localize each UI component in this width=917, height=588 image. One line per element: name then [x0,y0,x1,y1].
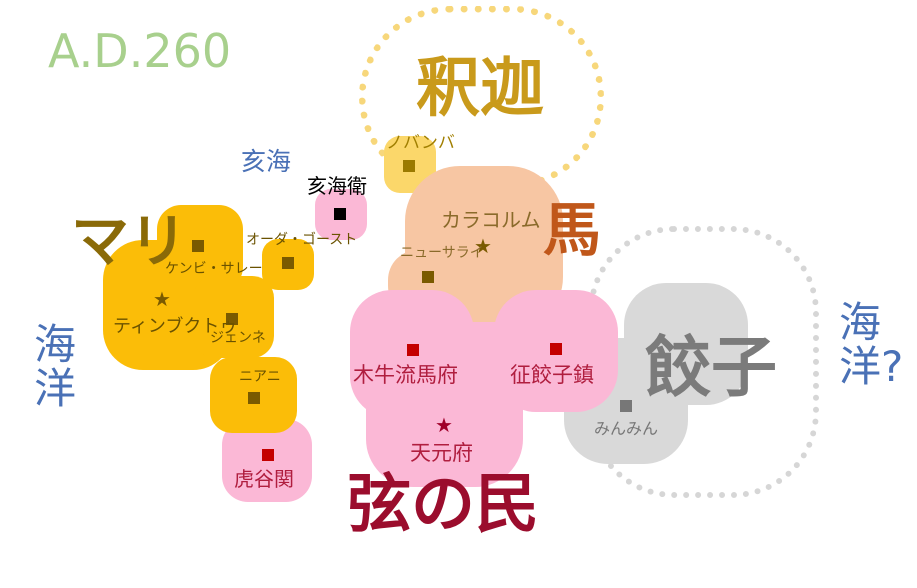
oda-ghost-label: オーダ・ゴースト [246,232,358,248]
seigyozachin-marker [550,343,562,355]
pink-region-label: 弦の民 [347,468,539,542]
niani-marker [248,392,260,404]
minmin-marker [620,400,632,412]
kaihai-guard-label: 亥海衛 [307,174,367,198]
toraya-gate-label: 虎谷関 [234,467,294,491]
gray-region-label: 餃子 [645,329,777,406]
nobanba-label: ノバンバ [386,133,455,153]
mari-north-marker [192,240,204,252]
jenne-marker [226,313,238,325]
west-sea-label-text: 海洋 [34,320,77,414]
yellow-region-label: マリ [71,207,188,275]
east-sea-label-text: 海洋? [839,298,904,392]
nobanba-marker [403,160,415,172]
minmin-label: みんみん [594,419,659,438]
north-strait-label: 亥海 [241,147,292,176]
peach-region-label: 馬 [543,196,602,264]
new-sarai-marker [422,271,434,283]
pink-region-link [420,322,530,392]
east-sea-label: 海洋? [832,298,904,392]
west-sea-label: 海洋 [27,320,83,414]
toraya-gate-marker [262,449,274,461]
kaihai-guard-marker [334,208,346,220]
tengenfu-label: 天元府 [410,441,473,465]
kanbi-sare-label: ケンビ・サレー [165,261,263,277]
timbuktu-label: ティンブクトゥ [113,316,238,337]
north-region-label: 釈迦 [416,52,544,126]
jenne-label: ジェンネ [210,330,266,346]
year-label: A.D.260 [48,24,232,78]
karakorum-label: カラコルム [441,208,541,232]
niani-label: ニアニ [239,369,281,385]
mokugyu-ryubafu-label: 木牛流馬府 [353,363,458,387]
mokugyu-ryubafu-marker [407,344,419,356]
seigyozachin-label: 征餃子鎮 [510,363,594,387]
oda-ghost-marker [282,257,294,269]
timbuktu-marker: ★ [153,287,171,311]
karakorum-marker: ★ [474,234,492,258]
new-sarai-label: ニューサライ [400,245,484,261]
tengenfu-marker: ★ [435,413,453,437]
